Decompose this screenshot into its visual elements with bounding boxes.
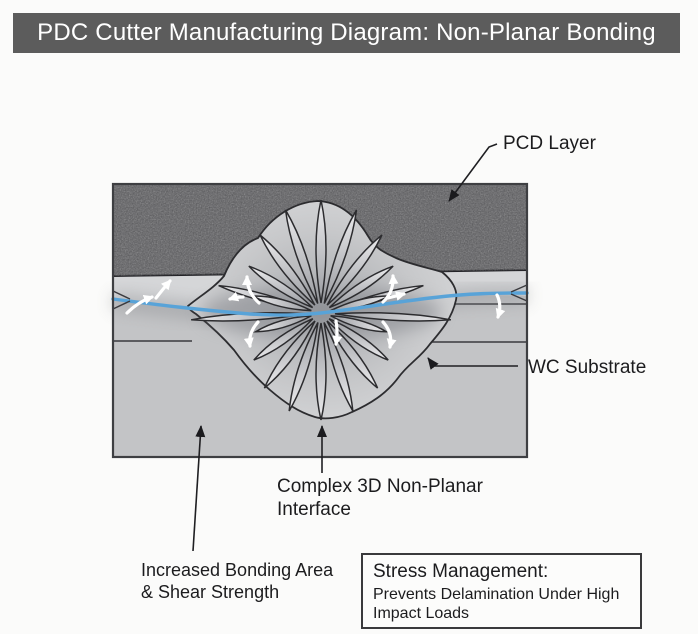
interface-petal [263, 320, 316, 389]
stress-arrows [125, 274, 506, 349]
complex-interface-label: Complex 3D Non-Planar Interface [277, 476, 483, 521]
title-bar: PDC Cutter Manufacturing Diagram: Non-Pl… [13, 13, 680, 53]
wc-substrate-leader [427, 357, 518, 370]
stress-arrow [242, 275, 261, 305]
edge-notches [112, 284, 528, 310]
interface-petal [288, 322, 319, 412]
interface-petal [323, 209, 358, 304]
interface-petal [252, 315, 312, 333]
interface-petal [315, 322, 327, 421]
interface-petal [326, 234, 383, 306]
stress-arrow [381, 274, 399, 304]
stress-arrow [495, 293, 506, 319]
interface-petal [315, 199, 327, 304]
page-title: PDC Cutter Manufacturing Diagram: Non-Pl… [37, 19, 656, 46]
interface-petal [259, 234, 316, 306]
diagram-border [111, 182, 529, 459]
interface-petal [253, 318, 314, 361]
increased-bonding-label: Increased Bonding Area & Shear Strength [141, 560, 334, 602]
stress-arrow [243, 320, 260, 348]
stress-management-box: Stress Management: Prevents Delamination… [361, 553, 642, 629]
interface-petal [328, 318, 389, 361]
stress-arrow [332, 319, 343, 346]
bond-line [111, 284, 529, 317]
pcd-layer-leader [448, 143, 498, 202]
increased-bonding-leader [192, 425, 206, 552]
stress-box-heading: Stress Management: [373, 561, 549, 582]
stress-arrow [228, 291, 245, 302]
stress-arrow [386, 291, 406, 301]
pcd-layer-label: PCD Layer [503, 133, 596, 154]
leader-lines [192, 143, 518, 552]
interface-petal [328, 265, 394, 309]
wc-substrate-label: WC Substrate [528, 357, 647, 378]
stress-arrow [125, 294, 154, 315]
interface-petals [191, 199, 451, 421]
interface-petal [248, 265, 314, 309]
stress-arrow [154, 279, 172, 300]
interface-petal [284, 209, 319, 304]
interface-petal [323, 322, 354, 412]
interface-petal [334, 311, 451, 322]
interface-petal [330, 315, 390, 333]
stress-arrow [381, 320, 397, 349]
stress-box-body: Prevents Delamination Under High Impact … [373, 585, 620, 623]
